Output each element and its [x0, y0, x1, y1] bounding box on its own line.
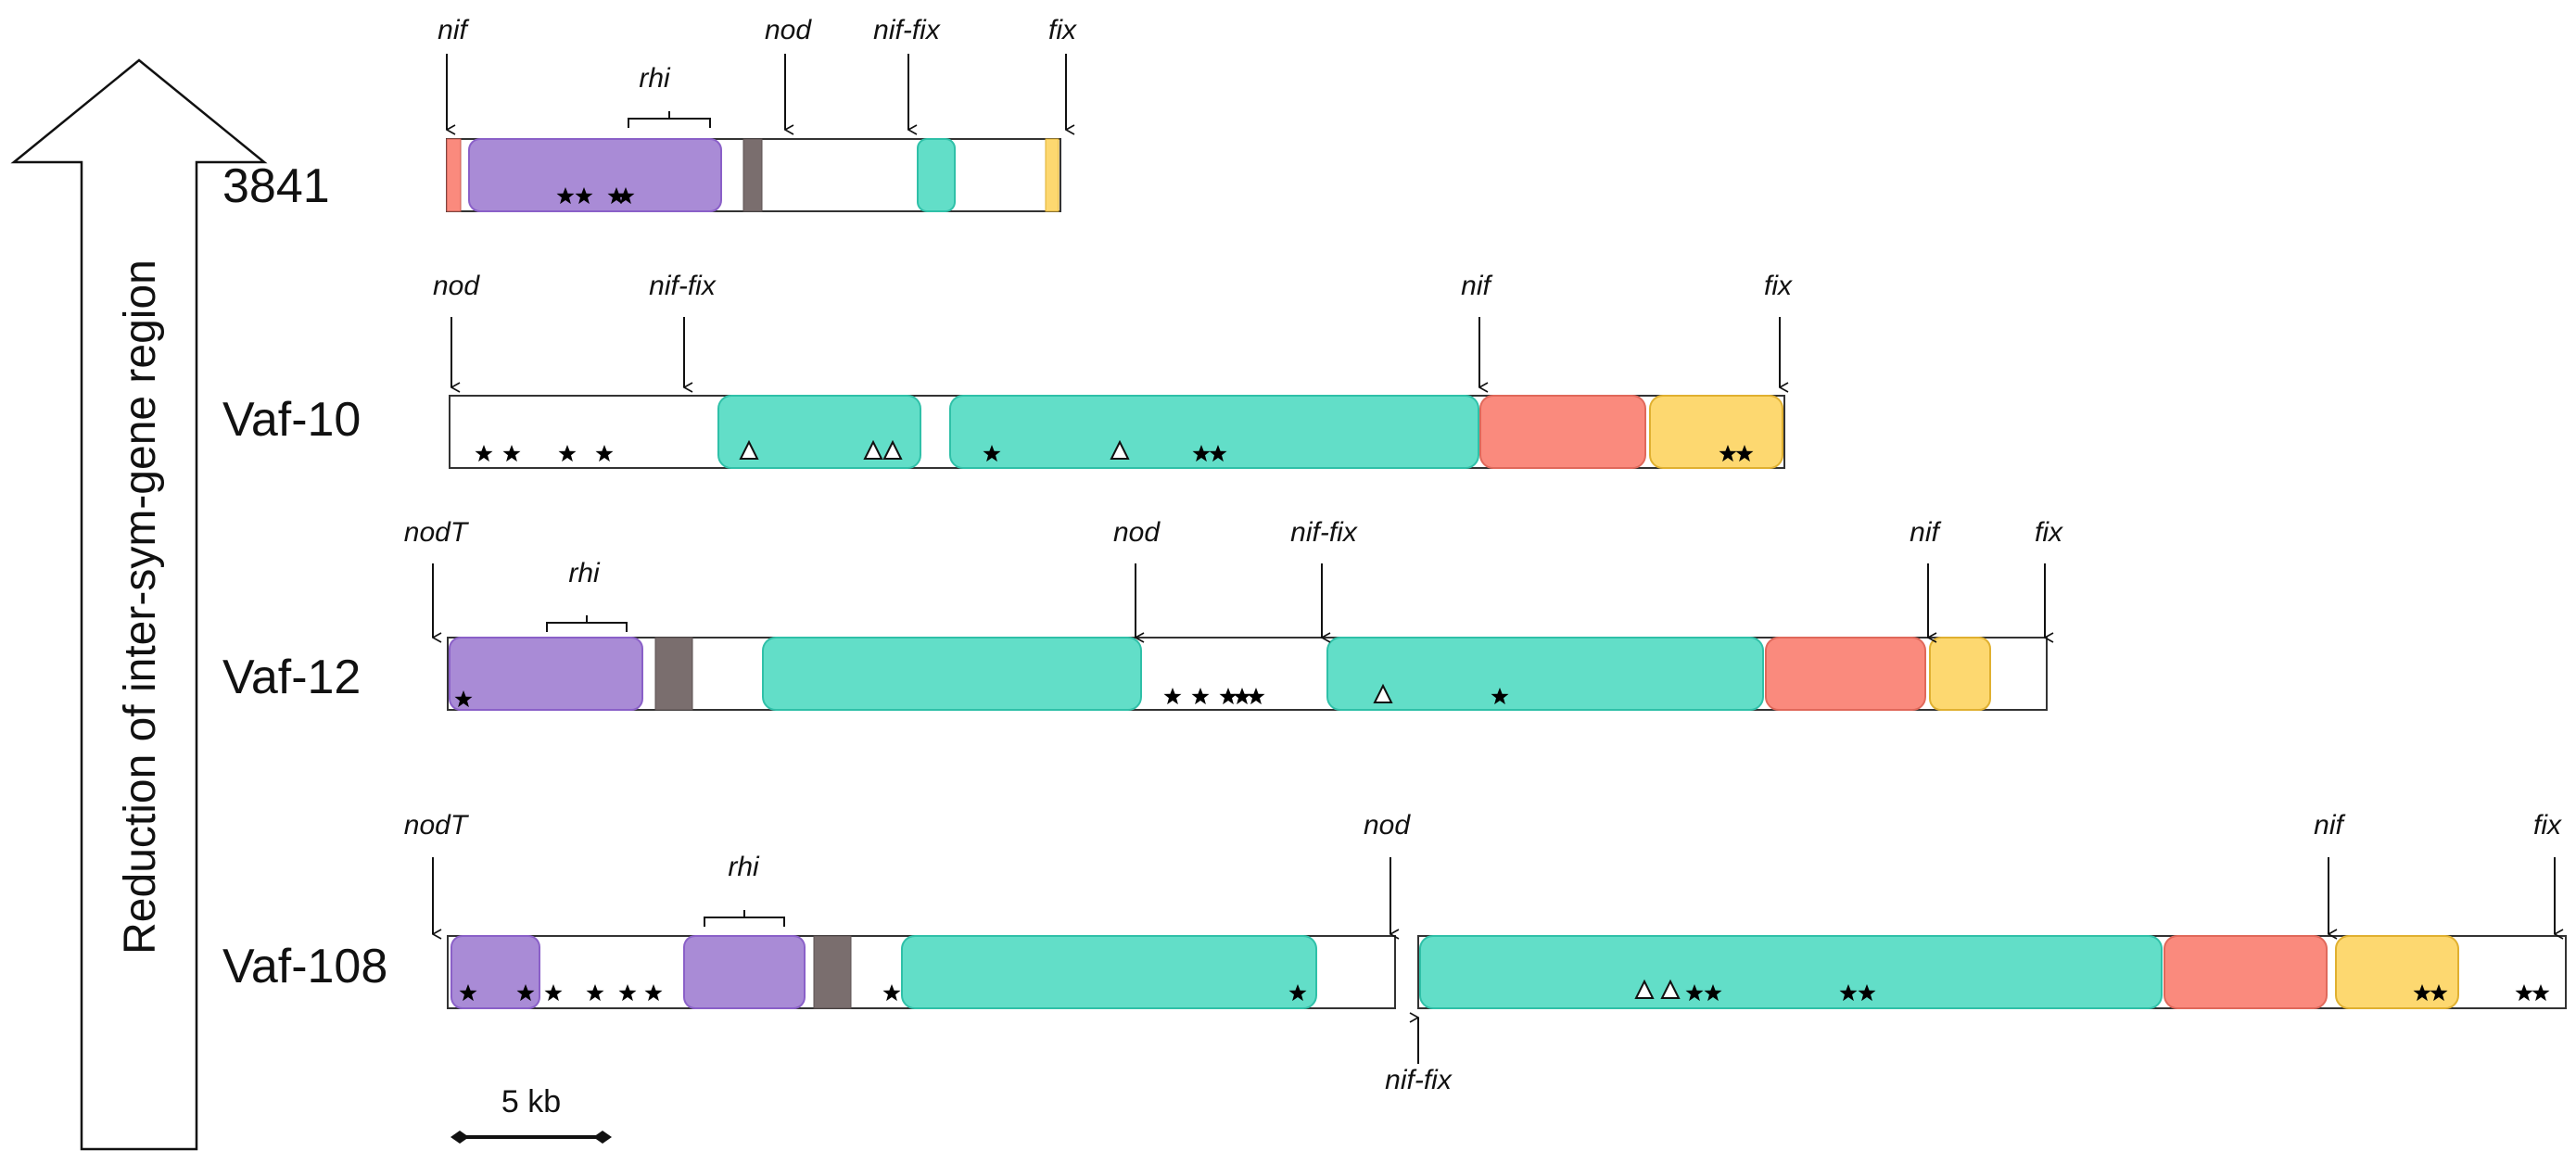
label-nod: nod	[1113, 517, 1161, 548]
triangle-markers	[1634, 979, 1681, 999]
block-teal	[1419, 935, 2163, 1009]
bracket-rhi	[628, 111, 711, 128]
strain-vaf-10: Vaf-10 nod nif-fix nif fix	[222, 271, 1793, 469]
label-nif: nif	[2314, 810, 2345, 841]
reduction-arrow: Reduction of inter-sym-gene region	[10, 58, 268, 1151]
reduction-arrow-label: Reduction of inter-sym-gene region	[116, 259, 165, 955]
block-grey	[654, 637, 693, 711]
bracket-rhi	[704, 910, 785, 927]
label-fix: fix	[2035, 517, 2063, 548]
label-nodT: nodT	[404, 517, 470, 548]
block-teal	[762, 637, 1142, 711]
strain-name: Vaf-108	[222, 940, 387, 993]
label-nod: nod	[1364, 810, 1411, 841]
strain-vaf-108: Vaf-108 nodT rhi nod nif-fi	[222, 810, 2567, 1095]
block-teal	[901, 935, 1317, 1009]
strain-name: 3841	[222, 159, 330, 213]
label-nod: nod	[765, 15, 812, 45]
block-yellow	[1045, 138, 1060, 212]
block-teal	[917, 138, 956, 212]
block-yellow	[1929, 637, 1991, 711]
block-grey	[813, 935, 852, 1009]
block-teal	[1326, 637, 1764, 711]
label-rhi: rhi	[568, 558, 601, 588]
block-red	[2164, 935, 2328, 1009]
scale-bar: 5 kb	[450, 1084, 612, 1144]
label-nif-fix: nif-fix	[1385, 1065, 1453, 1095]
label-fix: fix	[1048, 15, 1077, 45]
label-nif: nif	[1910, 517, 1941, 548]
block-yellow	[2335, 935, 2459, 1009]
scale-bar-label: 5 kb	[501, 1084, 561, 1119]
block-purple	[683, 935, 806, 1009]
block-red	[1479, 395, 1646, 469]
block-grey	[742, 138, 763, 212]
triangle-markers	[739, 439, 1130, 460]
triangle-markers	[1373, 683, 1393, 703]
label-nif-fix: nif-fix	[649, 271, 717, 301]
strain-name: Vaf-10	[222, 393, 361, 447]
label-rhi: rhi	[639, 63, 671, 94]
block-purple	[449, 637, 643, 711]
label-nif: nif	[1461, 271, 1492, 301]
block-red	[446, 138, 462, 212]
label-nif: nif	[438, 15, 469, 45]
block-purple	[468, 138, 722, 212]
bracket-rhi	[546, 615, 628, 632]
label-nif-fix: nif-fix	[1290, 517, 1358, 548]
label-nod: nod	[433, 271, 480, 301]
label-rhi: rhi	[728, 852, 760, 882]
strain-vaf-12: Vaf-12 nodT rhi nod nif-fix nif fix	[222, 517, 2063, 711]
label-nodT: nodT	[404, 810, 470, 841]
block-yellow	[1649, 395, 1783, 469]
label-fix: fix	[2533, 810, 2562, 841]
strain-name: Vaf-12	[222, 651, 361, 704]
strain-3841: 3841 nif rhi nod nif-fix fix	[222, 15, 1077, 213]
label-fix: fix	[1764, 271, 1793, 301]
block-red	[1765, 637, 1926, 711]
label-nif-fix: nif-fix	[873, 15, 941, 45]
block-purple	[450, 935, 540, 1009]
block-teal	[949, 395, 1479, 469]
